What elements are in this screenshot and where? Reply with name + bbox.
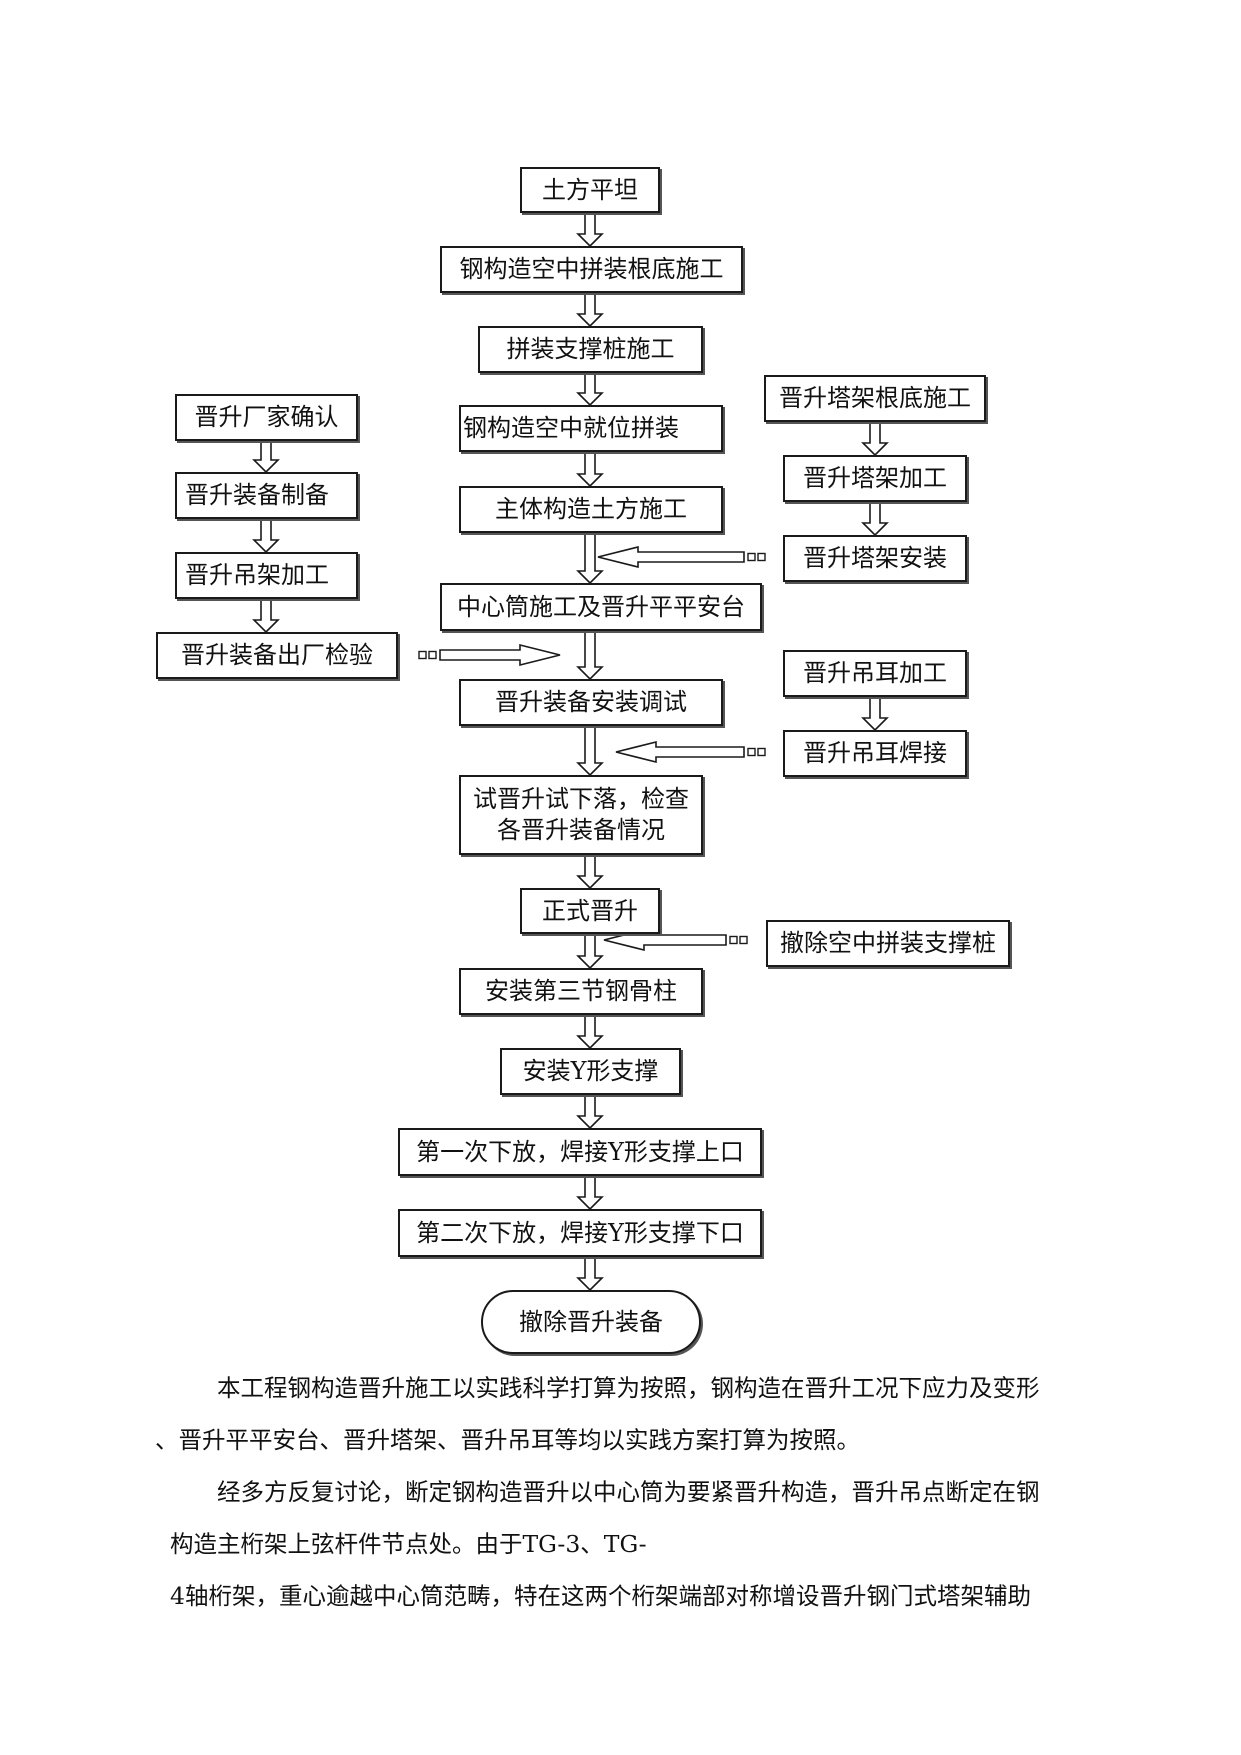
arrow-horiz-piles-to-main-tail-mark <box>729 935 738 945</box>
para2-line1: 经多方反复讨论，断定钢构造晋升以中心筒为要紧晋升构造，晋升吊点断定在钢 <box>217 1478 1040 1506</box>
arrow-horiz-inspection-to-main-tail-mark <box>418 650 427 660</box>
arrow-horiz-tower-to-core-tail-mark <box>757 552 766 562</box>
para1-line2: 、晋升平平安台、晋升塔架、晋升吊耳等均以实践方案打算为按照。 <box>155 1426 860 1454</box>
arrow-main-11 <box>576 1095 604 1130</box>
right-tower-installation: 晋升塔架安装 <box>783 535 967 582</box>
step-trial-lift-inspection: 试晋升试下落，检查各晋升装备情况 <box>459 775 703 855</box>
arrow-main-4 <box>576 452 604 488</box>
right-tower-foundation: 晋升塔架根底施工 <box>764 375 986 422</box>
arrow-right-tower-1 <box>861 422 889 457</box>
arrow-main-1 <box>576 213 604 248</box>
left-factory-inspection: 晋升装备出厂检验 <box>156 632 398 679</box>
arrow-main-13 <box>576 1257 604 1292</box>
step-earthwork-leveling: 土方平坦 <box>520 167 660 213</box>
arrow-horiz-ear-to-main-tail-mark <box>747 747 756 757</box>
step-aerial-positioning-assembly: 钢构造空中就位拼装 <box>459 405 723 452</box>
step-equipment-install-debug: 晋升装备安装调试 <box>459 679 723 726</box>
step-second-lowering: 第二次下放，焊接Y形支撑下口 <box>398 1209 762 1257</box>
arrow-horiz-inspection-to-main <box>439 643 561 667</box>
arrow-main-6 <box>576 631 604 681</box>
right-ear-processing: 晋升吊耳加工 <box>783 650 967 697</box>
step-main-structure-earthwork: 主体构造土方施工 <box>459 486 723 533</box>
arrow-horiz-piles-to-main <box>603 928 727 952</box>
para2-line2: 构造主桁架上弦杆件节点处。由于TG-3、TG- <box>170 1530 647 1558</box>
arrow-right-tower-2 <box>861 502 889 537</box>
step-formal-lift: 正式晋升 <box>520 888 660 934</box>
arrow-horiz-ear-to-main-tail-mark <box>757 747 766 757</box>
arrow-right-ear-1 <box>861 697 889 732</box>
arrow-horiz-piles-to-main-tail-mark <box>739 935 748 945</box>
left-manufacturer-confirm: 晋升厂家确认 <box>175 394 358 441</box>
arrow-left-1 <box>252 441 280 474</box>
step-first-lowering: 第一次下放，焊接Y形支撑上口 <box>398 1128 762 1176</box>
arrow-main-3 <box>576 373 604 407</box>
arrow-main-12 <box>576 1176 604 1211</box>
step-remove-lifting-equipment: 撤除晋升装备 <box>481 1290 701 1354</box>
para2-line3: 4轴桁架，重心逾越中心筒范畴，特在这两个桁架端部对称增设晋升钢门式塔架辅助 <box>170 1582 1031 1610</box>
arrow-horiz-tower-to-core <box>597 545 745 569</box>
right-tower-processing: 晋升塔架加工 <box>783 455 967 502</box>
arrow-left-2 <box>252 519 280 554</box>
arrow-main-8 <box>576 855 604 890</box>
arrow-main-10 <box>576 1015 604 1050</box>
step-support-pile-construction: 拼装支撑桩施工 <box>478 326 703 373</box>
step-install-y-brace: 安装Y形支撑 <box>500 1048 681 1095</box>
right-ear-welding: 晋升吊耳焊接 <box>783 730 967 777</box>
para1-line1: 本工程钢构造晋升施工以实践科学打算为按照，钢构造在晋升工况下应力及变形 <box>217 1374 1040 1402</box>
step-core-tube-and-platform: 中心筒施工及晋升平平安台 <box>440 583 762 631</box>
left-equipment-preparation: 晋升装备制备 <box>175 472 358 519</box>
arrow-horiz-tower-to-core-tail-mark <box>747 552 756 562</box>
arrow-main-7 <box>576 726 604 777</box>
arrow-main-9 <box>576 934 604 970</box>
arrow-main-2 <box>576 293 604 328</box>
arrow-horiz-ear-to-main <box>615 740 745 764</box>
step-install-third-steel-column: 安装第三节钢骨柱 <box>459 968 703 1015</box>
arrow-left-3 <box>252 599 280 634</box>
arrow-main-5 <box>576 533 604 585</box>
arrow-horiz-inspection-to-main-tail-mark <box>428 650 437 660</box>
body-text: 本工程钢构造晋升施工以实践科学打算为按照，钢构造在晋升工况下应力及变形 、晋升平… <box>155 1362 1100 1622</box>
step-aerial-assembly-foundation: 钢构造空中拼装根底施工 <box>440 246 743 293</box>
left-hanger-processing: 晋升吊架加工 <box>175 552 358 599</box>
right-remove-support-piles: 撤除空中拼装支撑桩 <box>766 920 1010 967</box>
